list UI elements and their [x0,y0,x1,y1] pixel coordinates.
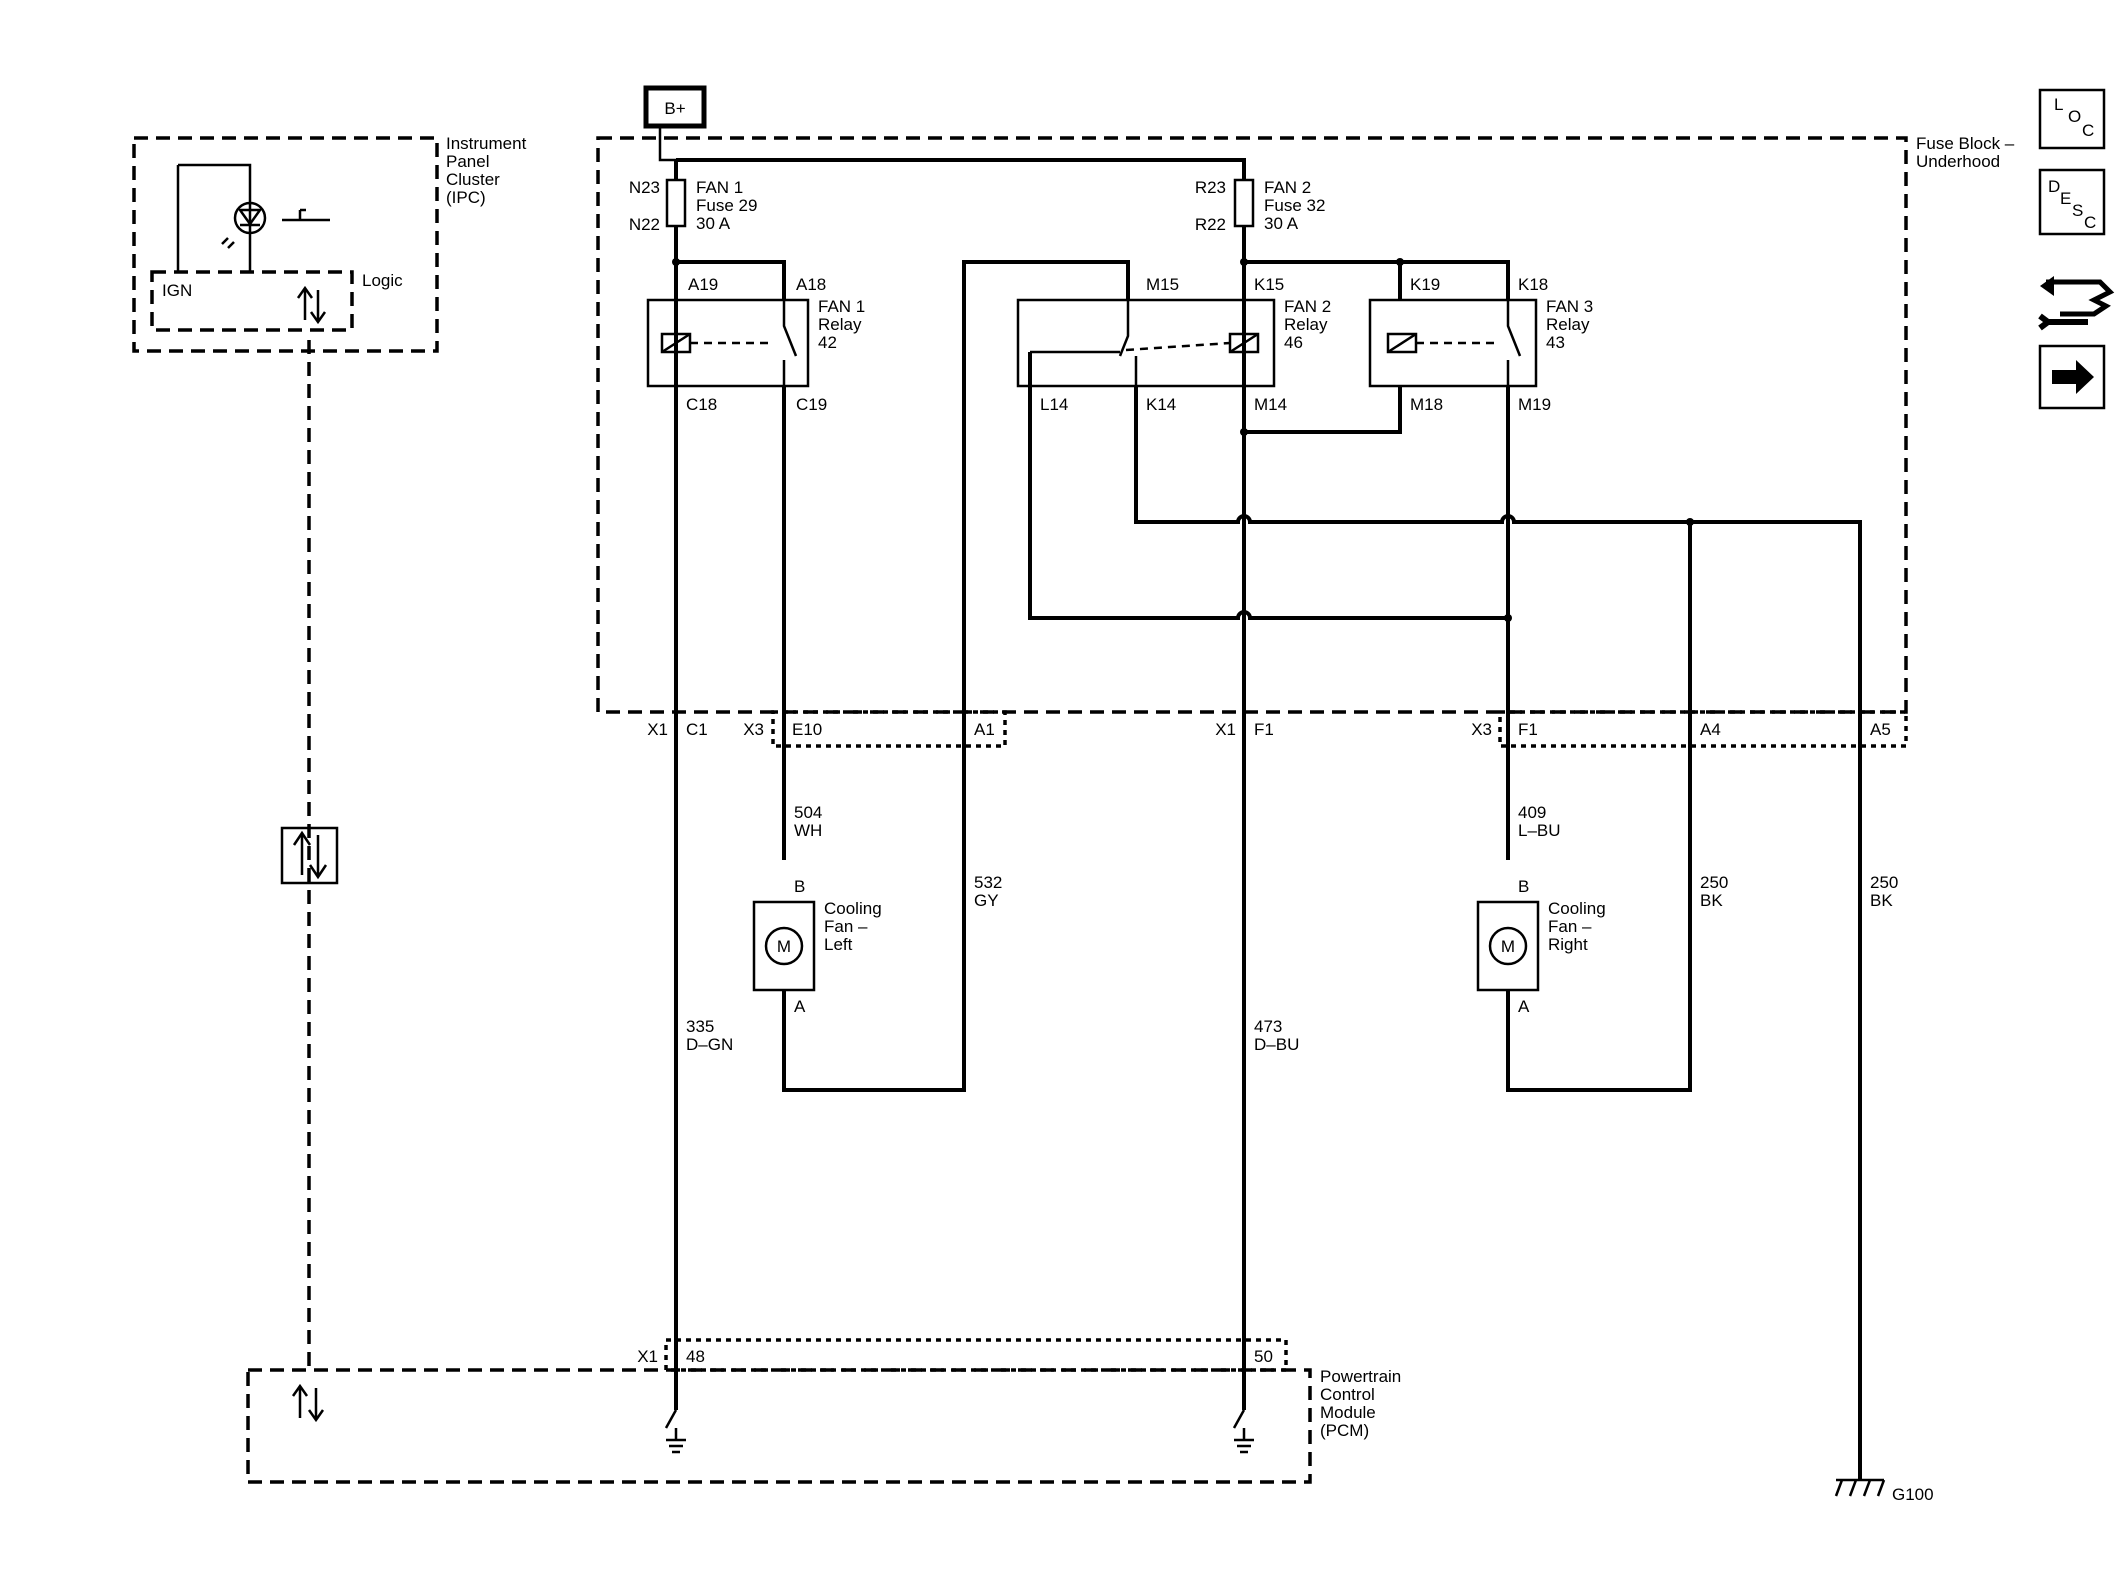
pin-e10: E10 [792,720,822,739]
fuse-fan1-pin-in: N23 [629,178,660,197]
relay3-pin-k19: K19 [1410,275,1440,294]
pin-f1-mid: F1 [1254,720,1274,739]
pin-c1: C1 [686,720,708,739]
motor-left-symbol: M [777,937,791,956]
ipc-logic-label: Logic [362,271,403,290]
pcm-pin-48: 48 [686,1347,705,1366]
motor-right-symbol: M [1501,937,1515,956]
arrow-right-icon [2052,360,2094,394]
serial-data-arrows-icon [296,285,327,325]
desc-icon-c: C [2084,213,2096,232]
desc-icon-s: S [2072,201,2083,220]
motor-left-pin-b: B [794,877,805,896]
battery-positive-source: B+ [643,85,707,162]
relay1-pin-c18: C18 [686,395,717,414]
pin-a4: A4 [1700,720,1721,739]
relay2-pin-m14: M14 [1254,395,1287,414]
pin-x1-left: X1 [647,720,668,739]
pcm-pin-50: 50 [1254,1347,1273,1366]
pin-x3-right: X3 [1471,720,1492,739]
pin-x3-left: X3 [743,720,764,739]
loc-icon-o: O [2068,107,2081,126]
relay1-pin-c19: C19 [796,395,827,414]
pin-a5: A5 [1870,720,1891,739]
desc-icon-e: E [2060,189,2071,208]
desc-button[interactable]: D E S C [2038,168,2106,236]
relay3-pin-m19: M19 [1518,395,1551,414]
connector-x3-right [1498,710,1908,748]
loc-icon-l: L [2054,95,2063,114]
motor-left-pin-a: A [794,997,806,1016]
fuse-fan2-pin-in: R23 [1195,178,1226,197]
indicator-lamp-icon [221,201,330,249]
fuse-fan1-pin-out: N22 [629,215,660,234]
relay2-pin-k15: K15 [1254,275,1284,294]
relay3-pin-k18: K18 [1518,275,1548,294]
ground-g100: G100 [1834,1478,1934,1504]
ipc-ign-label: IGN [162,281,192,300]
pin-x1-mid: X1 [1215,720,1236,739]
ground-label: G100 [1892,1485,1934,1504]
relay2-pin-l14: L14 [1040,395,1068,414]
fuse-block-underhood: Fuse Block –Underhood [596,134,2015,714]
connector-x3-left [771,710,1007,748]
relay1-pin-a18: A18 [796,275,826,294]
pcm-connector-x1: X1 [637,1347,658,1366]
next-page-button[interactable] [2038,344,2106,410]
loc-icon-c: C [2082,121,2094,140]
motor-right-pin-a: A [1518,997,1530,1016]
fuse-fan2-pin-out: R22 [1195,215,1226,234]
fuse-block-label: Fuse Block –Underhood [1916,134,2015,171]
relay2-pin-m15: M15 [1146,275,1179,294]
b-plus-label: B+ [664,99,685,118]
relay3-pin-m18: M18 [1410,395,1443,414]
pin-f1-right: F1 [1518,720,1538,739]
wrench-connector-icon [2038,276,2115,331]
connector-repair-button[interactable] [2038,276,2115,331]
relay2-pin-k14: K14 [1146,395,1176,414]
relay1-pin-a19: A19 [688,275,718,294]
motor-right-pin-b: B [1518,877,1529,896]
desc-icon-d: D [2048,177,2060,196]
serial-data-line [280,340,339,1370]
pin-a1: A1 [974,720,995,739]
loc-button[interactable]: L O C [2038,88,2106,150]
